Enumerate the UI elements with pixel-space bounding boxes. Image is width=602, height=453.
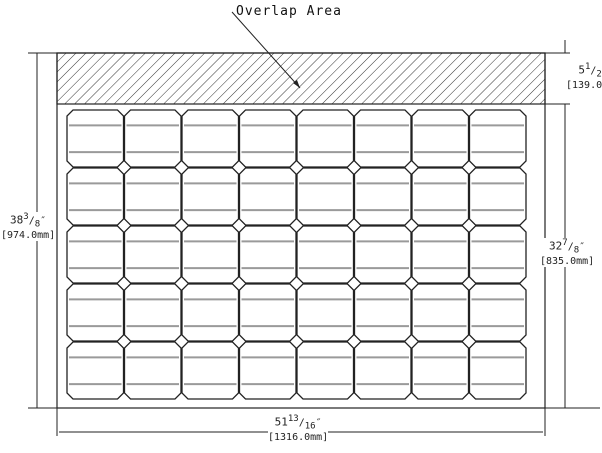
- overlap-area-hatch: [56, 52, 546, 105]
- solar-cell: [66, 225, 125, 284]
- solar-cell: [353, 283, 412, 342]
- solar-cell: [123, 225, 182, 284]
- solar-cell: [181, 167, 240, 226]
- panel-width-dimension: 5113/16″ [1316.0mm]: [268, 414, 329, 444]
- solar-cell: [411, 167, 470, 226]
- solar-cell: [238, 283, 297, 342]
- solar-cell: [66, 109, 125, 168]
- solar-cell: [66, 283, 125, 342]
- solar-cell: [123, 341, 182, 400]
- solar-cell: [238, 341, 297, 400]
- solar-cell: [468, 167, 527, 226]
- solar-cell: [238, 167, 297, 226]
- overlap-area-label: Overlap Area: [236, 4, 342, 19]
- solar-cell: [123, 283, 182, 342]
- cell-grid: [66, 109, 527, 400]
- solar-cell: [411, 283, 470, 342]
- overlap-height-dimension: 51/2″ [139.0mm]: [566, 62, 602, 92]
- solar-cell: [296, 225, 355, 284]
- panel-height-dimension: 383/8″ [974.0mm]: [1, 212, 56, 242]
- solar-cell: [66, 167, 125, 226]
- solar-cell: [296, 109, 355, 168]
- solar-cell: [468, 109, 527, 168]
- solar-cell: [238, 225, 297, 284]
- solar-cell: [123, 109, 182, 168]
- solar-cell: [353, 167, 412, 226]
- solar-cell: [353, 341, 412, 400]
- cell-area-height-dimension: 327/8″ [835.0mm]: [540, 238, 595, 268]
- arrowhead: [293, 80, 300, 88]
- solar-cell: [296, 341, 355, 400]
- solar-cell: [123, 167, 182, 226]
- solar-cell: [181, 283, 240, 342]
- solar-cell: [468, 225, 527, 284]
- solar-cell: [468, 341, 527, 400]
- solar-cell: [181, 225, 240, 284]
- solar-cell: [181, 341, 240, 400]
- dimension-right: [545, 40, 570, 409]
- solar-cell: [296, 283, 355, 342]
- solar-cell: [411, 109, 470, 168]
- solar-cell: [468, 283, 527, 342]
- solar-cell: [296, 167, 355, 226]
- solar-cell: [238, 109, 297, 168]
- solar-cell: [66, 341, 125, 400]
- leader-arrow: [231, 11, 301, 89]
- solar-cell: [353, 109, 412, 168]
- solar-cell: [353, 225, 412, 284]
- solar-cell: [181, 109, 240, 168]
- solar-cell: [411, 225, 470, 284]
- solar-cell: [411, 341, 470, 400]
